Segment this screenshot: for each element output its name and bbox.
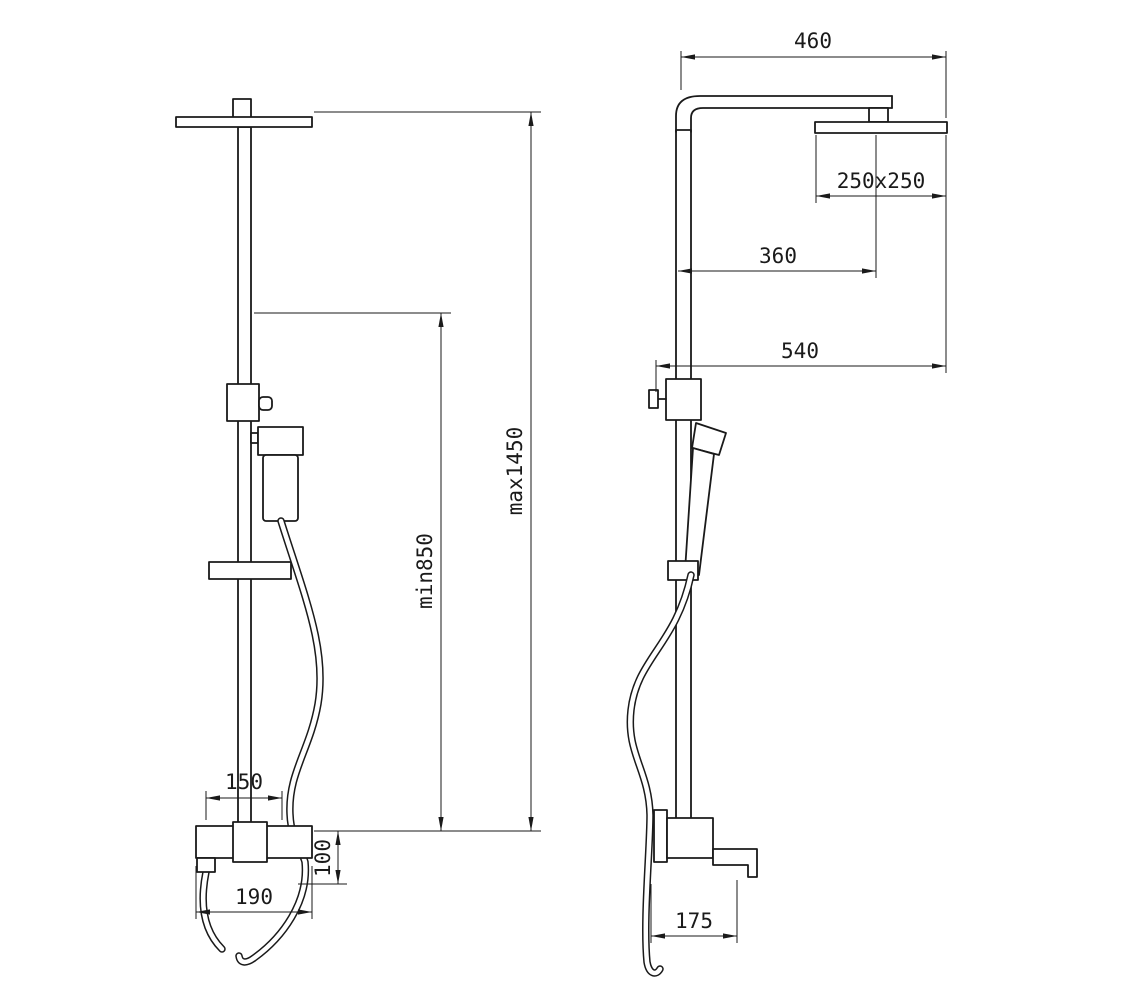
diverter-knob-front <box>258 396 273 411</box>
hand-shower-rim-front <box>257 426 304 456</box>
overhead-shower-front <box>175 116 313 128</box>
side-dimensions: 460 250x250 360 540 175 <box>650 29 947 943</box>
dim-label-540: 540 <box>781 339 819 363</box>
outlet-hose-front-inner <box>200 869 225 952</box>
dim-label-250x250: 250x250 <box>837 169 926 193</box>
diverter-side <box>665 378 702 421</box>
dim-label-150: 150 <box>225 770 263 794</box>
dim-label-175: 175 <box>675 909 713 933</box>
dim-label-460: 460 <box>794 29 832 53</box>
dim-label-190: 190 <box>235 885 273 909</box>
head-connector-front <box>232 98 252 119</box>
shower-hose-front-inner <box>236 518 323 965</box>
mixer-mount-front <box>232 821 268 863</box>
shower-arm-outer <box>675 95 893 133</box>
side-view <box>626 95 948 977</box>
head-connector-side <box>868 107 889 123</box>
slider-front <box>208 561 292 580</box>
spout-side <box>712 848 758 878</box>
dim-label-100: 100 <box>311 839 335 877</box>
hand-shower-handle-side <box>684 447 715 576</box>
holder-bracket-front <box>250 432 259 444</box>
front-dimensions: max1450 min850 150 100 190 <box>195 111 541 919</box>
dim-label-max-height: max1450 <box>503 427 527 516</box>
riser-pole-front <box>237 126 252 839</box>
front-view <box>175 98 324 966</box>
overhead-shower-side <box>814 121 948 134</box>
riser-pole-side <box>675 129 692 839</box>
mixer-body-side <box>666 817 714 859</box>
shower-arm-inner <box>690 107 893 133</box>
dim-label-360: 360 <box>759 244 797 268</box>
hose-outlet-front <box>196 857 216 873</box>
shower-hose-side-inner <box>628 572 694 976</box>
mixer-wall-plate-side <box>653 809 668 863</box>
hand-shower-body-front <box>262 454 299 522</box>
diverter-handle-knob <box>648 389 659 409</box>
diverter-front <box>226 383 260 422</box>
dim-label-min-height: min850 <box>413 533 437 609</box>
hand-shower-head-side <box>691 422 727 456</box>
